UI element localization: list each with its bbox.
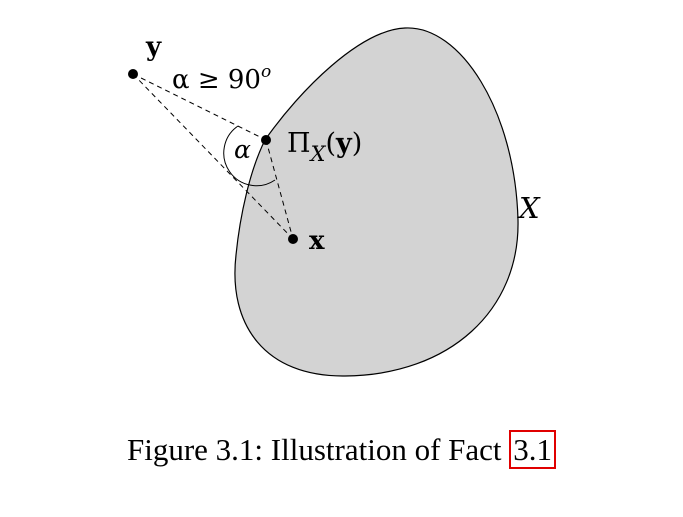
label-x: x bbox=[309, 226, 325, 256]
angle-condition-text: α ≥ 90 bbox=[172, 65, 261, 95]
point-x bbox=[288, 234, 298, 244]
fact-reference-link[interactable]: 3.1 bbox=[509, 430, 557, 469]
dashed-line-y-to-projection bbox=[132, 73, 267, 141]
angle-arc bbox=[223, 125, 276, 187]
label-projection: ΠX(y) bbox=[287, 128, 362, 166]
projection-subscript: X bbox=[309, 142, 327, 166]
angle-condition-exponent: o bbox=[261, 62, 271, 82]
dashed-line-projection-to-x bbox=[265, 139, 294, 240]
figure-caption: Figure 3.1: Illustration of Fact 3.1 bbox=[0, 430, 683, 469]
label-alpha: α bbox=[234, 135, 251, 164]
projection-pi: Π bbox=[287, 128, 311, 159]
caption-text: Figure 3.1: Illustration of Fact bbox=[126, 432, 510, 467]
projection-close-paren: ) bbox=[352, 128, 363, 159]
label-y: y bbox=[145, 32, 162, 62]
label-angle-condition: α ≥ 90o bbox=[172, 62, 271, 95]
projection-arg: y bbox=[335, 128, 353, 159]
dashed-line-y-to-x bbox=[132, 73, 294, 240]
projection-open-paren: ( bbox=[326, 128, 337, 159]
label-set-x: X bbox=[517, 191, 541, 225]
point-projection bbox=[261, 135, 271, 145]
convex-set-shape bbox=[234, 27, 519, 377]
point-y bbox=[128, 69, 138, 79]
